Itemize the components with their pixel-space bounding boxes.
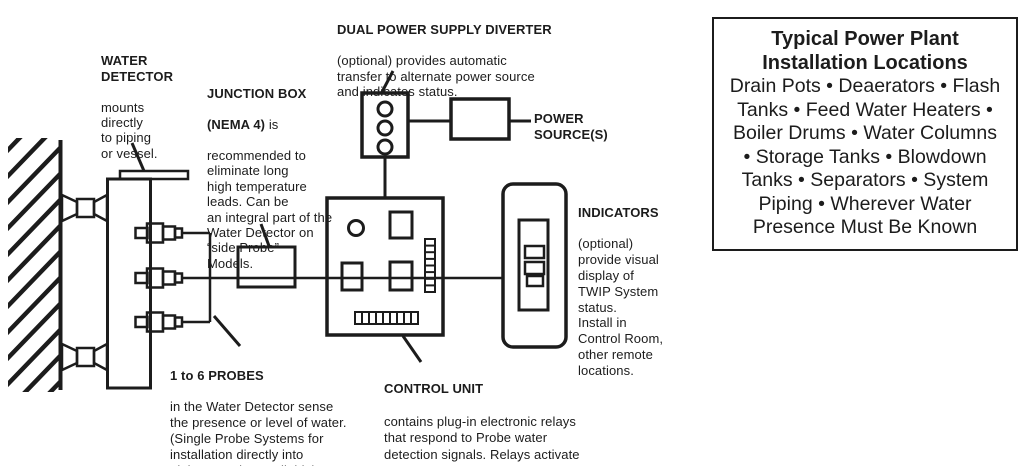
probe-shape — [134, 267, 184, 289]
pipe-flange-icon — [60, 341, 109, 373]
panel-title: Typical Power Plant Installation Locatio… — [762, 28, 968, 74]
diverter-heading: DUAL POWER SUPPLY DIVERTER — [337, 22, 552, 38]
power-source-label: POWER SOURCE(S) — [534, 95, 608, 159]
panel-body: Drain Pots • Deaerators • Flash Tanks • … — [729, 75, 1001, 238]
diverter-label: DUAL POWER SUPPLY DIVERTER (optional) pr… — [337, 7, 552, 115]
junction-box-shape — [236, 245, 297, 289]
junction-box-heading: JUNCTION BOX — [207, 86, 307, 102]
indicator-shape — [501, 182, 568, 349]
probe-shape — [134, 311, 184, 333]
junction-box-callout-line — [259, 223, 271, 247]
pipe-flange-icon — [60, 192, 109, 224]
control-unit-label: CONTROL UNIT contains plug-in electronic… — [384, 364, 580, 466]
water-detector-heading: WATER DETECTOR — [101, 53, 174, 84]
diverter-body: (optional) provides automatic transfer t… — [337, 53, 535, 100]
control-unit-heading: CONTROL UNIT — [384, 380, 484, 396]
water-detector-body: mounts directly to piping or vessel. — [101, 99, 158, 161]
indicators-heading: INDICATORS — [578, 204, 659, 220]
diverter-shape — [360, 70, 451, 199]
installation-locations-panel: Typical Power Plant Installation Locatio… — [712, 17, 1018, 251]
indicators-label: INDICATORS (optional) provide visual dis… — [578, 189, 663, 394]
junction-box-body: recommended to eliminate long high tempe… — [207, 148, 333, 271]
water-detector-shape — [60, 142, 190, 390]
indicators-body: (optional) provide visual display of TWI… — [578, 236, 664, 378]
probes-label: 1 to 6 PROBES in the Water Detector sens… — [170, 352, 347, 466]
water-detector-label: WATER DETECTOR mounts directly to piping… — [101, 38, 173, 177]
junction-box-subhead: (NEMA 4) is — [207, 117, 279, 133]
probes-heading: 1 to 6 PROBES — [170, 367, 264, 383]
power-source-shape — [449, 97, 531, 141]
probes-body: in the Water Detector sense the presence… — [170, 399, 347, 466]
junction-box-label: JUNCTION BOX (NEMA 4) is recommended to … — [207, 71, 332, 287]
wall-hatching-icon — [8, 138, 60, 392]
probe-shape — [134, 222, 184, 244]
control-unit-shape — [325, 196, 445, 363]
probes-callout-line — [212, 315, 242, 347]
power-source-heading: POWER SOURCE(S) — [534, 111, 608, 142]
control-unit-body: contains plug-in electronic relays that … — [384, 413, 580, 466]
terminal-strip-horizontal-icon — [354, 311, 419, 325]
terminal-strip-vertical-icon — [424, 238, 436, 293]
